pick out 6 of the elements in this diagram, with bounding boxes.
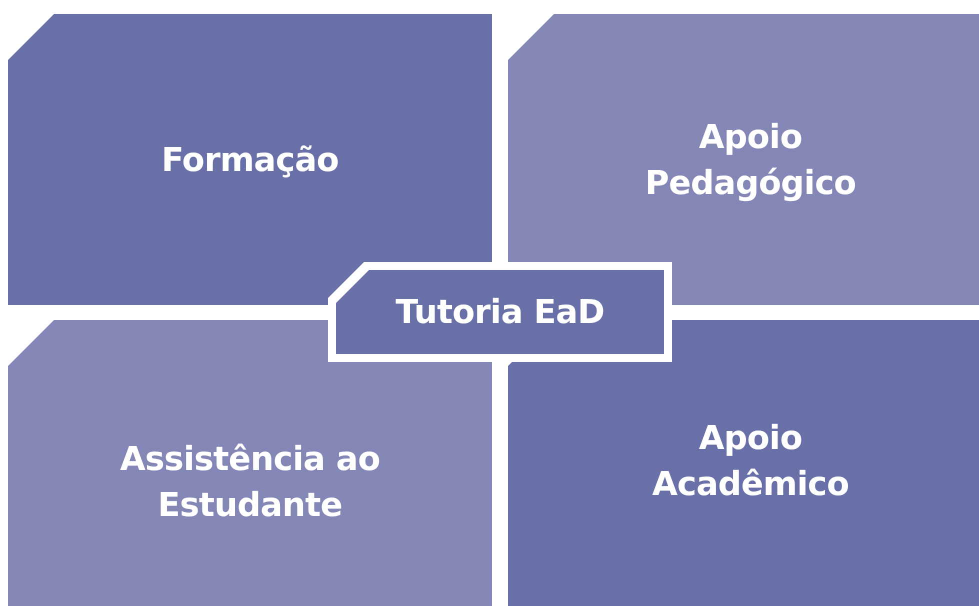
center-panel [328, 262, 672, 362]
panel-title: Apoio Acadêmico [651, 417, 850, 505]
panel-title: Apoio Pedagógico [644, 116, 857, 204]
panel-title: Formação [161, 138, 339, 180]
center-title: Tutoria EaD [396, 291, 604, 333]
panel-title: Assistência ao Estudante [120, 438, 380, 526]
